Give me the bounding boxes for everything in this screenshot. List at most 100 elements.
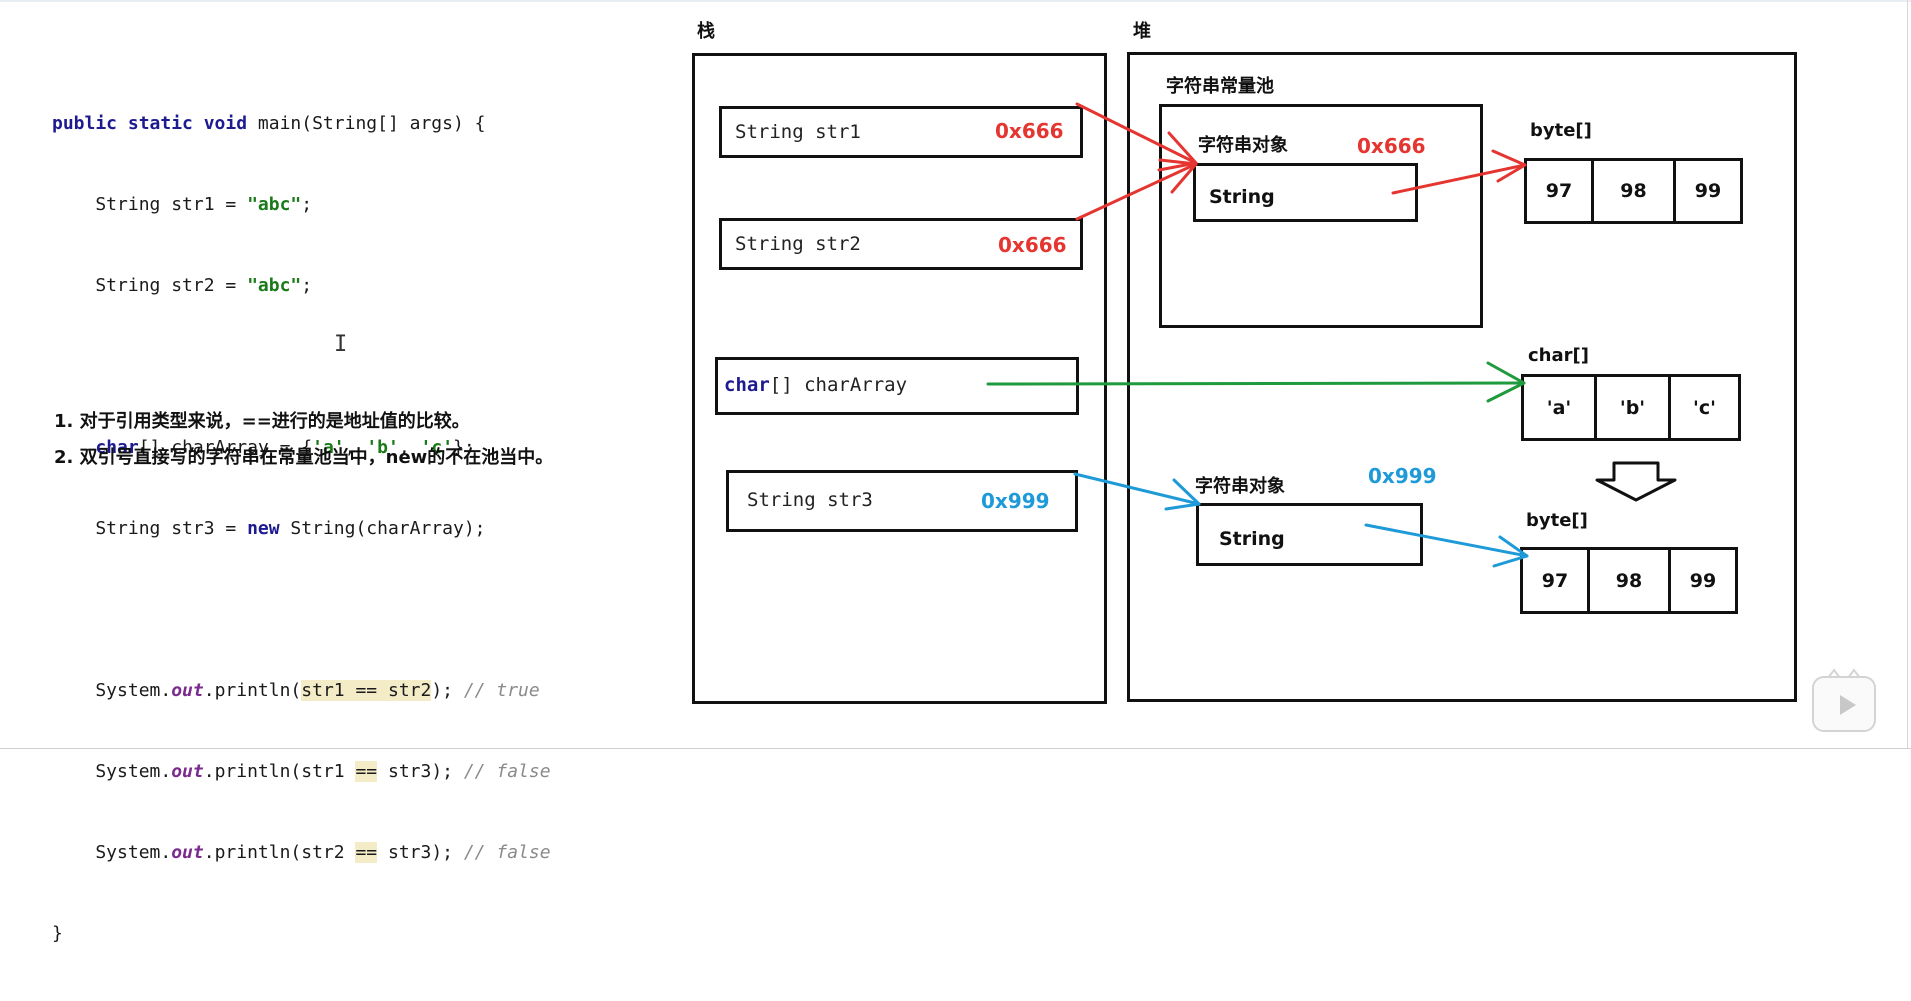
code-text: str3); bbox=[377, 842, 464, 863]
arrowhead-green bbox=[1486, 361, 1526, 403]
new-string-object: String bbox=[1196, 503, 1423, 566]
arrowhead-blue bbox=[1164, 478, 1201, 511]
byte-array-1-title: byte[] bbox=[1530, 120, 1592, 141]
stack-var-str1: String str1 0x666 bbox=[719, 106, 1083, 158]
code-text: , bbox=[344, 437, 367, 458]
notes: 1. 对于引用类型来说，==进行的是地址值的比较。 2. 双引号直接写的字符串在… bbox=[54, 404, 553, 476]
play-button[interactable] bbox=[1812, 676, 1876, 732]
code-text: .println(str2 bbox=[203, 842, 356, 863]
code-highlight: == bbox=[355, 761, 378, 782]
code-text: , bbox=[398, 437, 421, 458]
code-text: ); bbox=[431, 680, 464, 701]
code-keyword: char bbox=[95, 437, 139, 458]
var-name: String str2 bbox=[735, 233, 861, 255]
new-object-title: 字符串对象 bbox=[1195, 476, 1285, 497]
code-text: .println( bbox=[203, 680, 302, 701]
code-line: System.out.println(str1 == str2); // tru… bbox=[52, 677, 551, 704]
var-name: String str1 bbox=[735, 121, 861, 143]
code-text: String(charArray); bbox=[279, 518, 486, 539]
heap-title: 堆 bbox=[1133, 21, 1151, 42]
code-text: System. bbox=[52, 842, 172, 863]
new-object-address: 0x999 bbox=[1368, 464, 1437, 488]
play-button-ears bbox=[1827, 668, 1861, 679]
stack-var-str3: String str3 0x999 bbox=[726, 470, 1078, 532]
arrow-newstring-to-bytes bbox=[1364, 523, 1529, 558]
code-string: "abc" bbox=[247, 275, 302, 296]
arrows-layer bbox=[986, 102, 1677, 568]
code-line: String str2 = "abc"; bbox=[52, 272, 551, 299]
byte-cell: 98 bbox=[1587, 547, 1671, 614]
code-string: "abc" bbox=[247, 194, 302, 215]
code-line: System.out.println(str2 == str3); // fal… bbox=[52, 839, 551, 866]
char-array-title: char[] bbox=[1528, 345, 1589, 366]
code-field: out bbox=[171, 680, 204, 701]
byte-array-2-title: byte[] bbox=[1526, 510, 1588, 531]
byte-cell: 98 bbox=[1591, 158, 1676, 224]
arrow-str1-to-object bbox=[1075, 102, 1198, 165]
code-line: System.out.println(str1 == str3); // fal… bbox=[52, 758, 551, 785]
arrow-chararray-to-chars bbox=[986, 381, 1526, 386]
object-type: String bbox=[1219, 528, 1285, 550]
var-name-text: [] charArray bbox=[769, 374, 908, 396]
pool-object-title: 字符串对象 bbox=[1198, 135, 1288, 156]
code-comment: // false bbox=[463, 842, 551, 863]
code-string: 'b' bbox=[366, 437, 399, 458]
code-text: String str2 = bbox=[52, 275, 248, 296]
code-text: ; bbox=[301, 194, 313, 215]
code-block: public static void main(String[] args) {… bbox=[52, 56, 551, 1001]
code-field: out bbox=[171, 761, 204, 782]
right-border bbox=[1907, 0, 1908, 748]
code-line: String str1 = "abc"; bbox=[52, 191, 551, 218]
code-comment: // true bbox=[463, 680, 540, 701]
slide-canvas: public static void main(String[] args) {… bbox=[0, 0, 1911, 944]
code-highlight: str1 == str2 bbox=[301, 680, 432, 701]
char-cell: 'c' bbox=[1668, 374, 1741, 441]
code-text: str3); bbox=[377, 761, 464, 782]
pool-object-address: 0x666 bbox=[1357, 134, 1426, 158]
stack-var-str2: String str2 0x666 bbox=[719, 218, 1083, 270]
top-border bbox=[0, 0, 1911, 2]
note-2: 2. 双引号直接写的字符串在常量池当中，new的不在池当中。 bbox=[54, 447, 554, 468]
code-comment: // false bbox=[463, 761, 551, 782]
byte-cell: 99 bbox=[1673, 158, 1743, 224]
code-keyword: char bbox=[724, 374, 770, 396]
arrow-str3-to-object bbox=[1073, 472, 1201, 506]
arrowhead-blue bbox=[1492, 535, 1529, 568]
code-line: } bbox=[52, 923, 63, 944]
arrowhead-red bbox=[1491, 149, 1527, 183]
code-text: String str3 = bbox=[52, 518, 248, 539]
code-line: public static void main(String[] args) { bbox=[52, 110, 551, 137]
code-keyword: public static void bbox=[52, 113, 248, 134]
byte-cell: 97 bbox=[1524, 158, 1594, 224]
code-text: [] charArray = { bbox=[138, 437, 313, 458]
var-name: char[] charArray bbox=[724, 374, 907, 396]
var-address: 0x999 bbox=[981, 489, 1050, 513]
pool-string-object: String bbox=[1193, 163, 1418, 222]
code-highlight: == bbox=[355, 842, 378, 863]
var-address: 0x666 bbox=[995, 119, 1064, 143]
char-cell: 'b' bbox=[1594, 374, 1671, 441]
code-text: ; bbox=[301, 275, 313, 296]
string-pool-title: 字符串常量池 bbox=[1166, 76, 1274, 97]
code-text: .println(str1 bbox=[203, 761, 356, 782]
code-line: String str3 = new String(charArray); bbox=[52, 515, 551, 542]
down-arrow-icon bbox=[1595, 461, 1677, 502]
code-text: }; bbox=[453, 437, 475, 458]
byte-cell: 97 bbox=[1520, 547, 1590, 614]
var-address: 0x666 bbox=[998, 233, 1067, 257]
var-name: String str3 bbox=[747, 489, 873, 511]
text-cursor-icon: I bbox=[334, 332, 348, 357]
code-line: char[] charArray = {'a', 'b', 'c'}; bbox=[52, 434, 551, 461]
code-keyword: new bbox=[247, 518, 280, 539]
code-field: out bbox=[171, 842, 204, 863]
note-1: 1. 对于引用类型来说，==进行的是地址值的比较。 bbox=[54, 411, 470, 432]
code-text: System. bbox=[52, 680, 172, 701]
object-type: String bbox=[1209, 186, 1275, 208]
stack-title: 栈 bbox=[697, 21, 715, 42]
code-string: 'a' bbox=[312, 437, 345, 458]
code-text: String str1 = bbox=[52, 194, 248, 215]
arrow-string-to-bytes bbox=[1391, 163, 1527, 195]
code-string: 'c' bbox=[420, 437, 454, 458]
stack-var-chararray: char[] charArray bbox=[715, 357, 1079, 415]
arrow-str2-to-object bbox=[1075, 162, 1198, 221]
